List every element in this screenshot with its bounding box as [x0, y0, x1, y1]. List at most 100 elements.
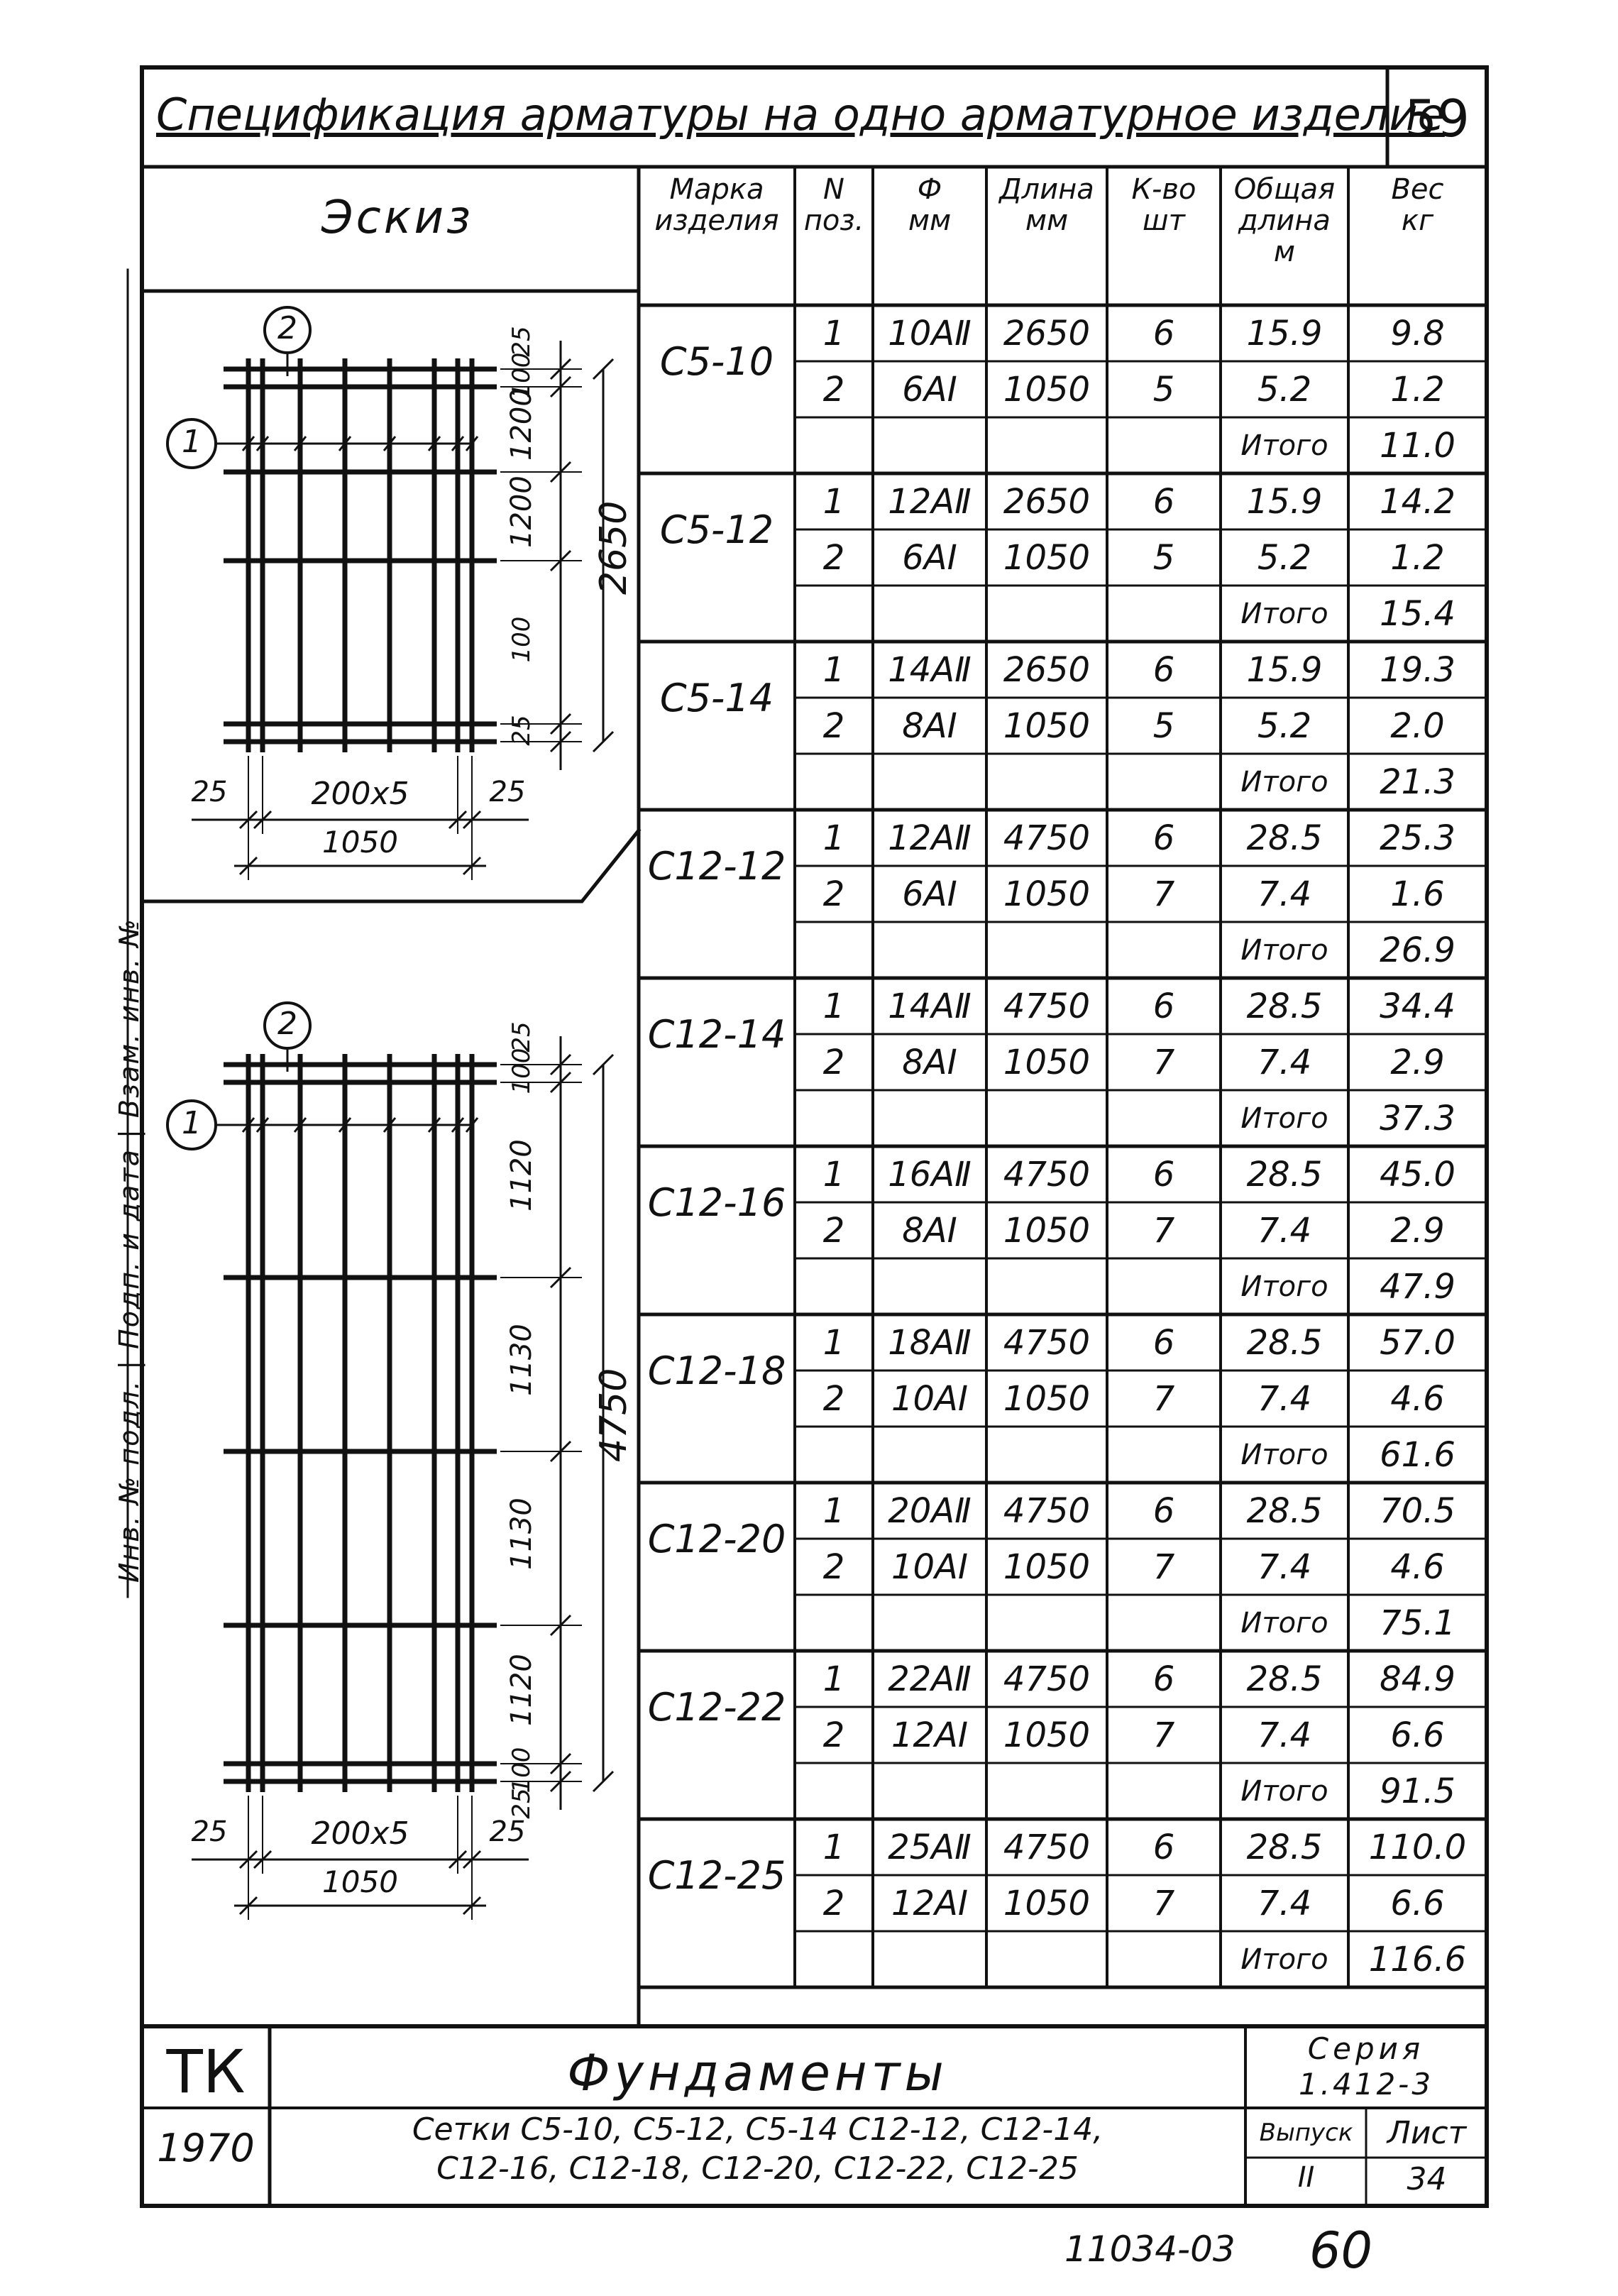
total-weight: 75.1 — [1380, 1603, 1455, 1643]
dimension-tick — [462, 1896, 482, 1916]
bar-length: 4750 — [1003, 1154, 1091, 1194]
bar-weight: 4.6 — [1390, 1378, 1445, 1419]
position-number: 1 — [822, 481, 845, 522]
dimension-segment: 1200 — [505, 388, 538, 461]
bar-length: 4750 — [1003, 986, 1091, 1026]
total-label: Итого — [1240, 1943, 1328, 1976]
bar-weight: 1.6 — [1390, 874, 1445, 914]
leader-tick — [293, 1117, 307, 1133]
series-value: 1.412-3 — [1298, 2067, 1434, 2102]
bar-quantity: 6 — [1152, 313, 1175, 353]
column-header: Общая длина м — [1233, 173, 1336, 268]
total-label: Итого — [1240, 933, 1328, 967]
dimension-tick — [253, 810, 273, 830]
dimension-edge-right: 25 — [489, 776, 526, 808]
position-number: 2 — [822, 1210, 845, 1251]
total-length: 15.9 — [1246, 481, 1323, 522]
product-mark: C5-14 — [659, 675, 774, 720]
dimension-segment: 1130 — [505, 1497, 538, 1570]
bar-weight: 2.9 — [1390, 1210, 1445, 1251]
bar-length: 4750 — [1003, 1659, 1091, 1699]
dimension-tick — [238, 856, 258, 876]
sheet-label: Лист — [1387, 2115, 1467, 2151]
product-mark: C5-10 — [659, 339, 774, 384]
product-mark: C12-16 — [647, 1180, 786, 1225]
leader-tick — [293, 436, 307, 451]
dimension-tick — [462, 856, 482, 876]
position-number: 1 — [822, 1322, 845, 1363]
bar-diameter: 14AⅡ — [888, 649, 972, 690]
position-number: 1 — [822, 1490, 845, 1531]
bar-length: 1050 — [1003, 1210, 1091, 1251]
year: 1970 — [157, 2126, 255, 2170]
bar-quantity: 5 — [1152, 705, 1175, 746]
bar-quantity: 5 — [1152, 369, 1175, 410]
sheet-value: 34 — [1407, 2161, 1447, 2197]
bar-length: 2650 — [1003, 481, 1091, 522]
bar-weight: 34.4 — [1380, 986, 1455, 1026]
dimension-edge-left: 25 — [191, 1816, 228, 1848]
bar-weight: 2.9 — [1390, 1042, 1445, 1082]
dimension-segment: 25 — [507, 1788, 536, 1819]
column-header: К-во шт — [1131, 173, 1196, 237]
leader-tick — [451, 436, 465, 451]
bar-weight: 57.0 — [1380, 1322, 1455, 1363]
dimension-segment: 1200 — [505, 475, 538, 548]
position-number: 1 — [822, 1659, 845, 1699]
sheet-title: Спецификация арматуры на одно арматурное… — [156, 89, 1445, 141]
dimension-segment: 25 — [507, 714, 536, 746]
column-header: Марка изделия — [654, 173, 779, 237]
position-number: 1 — [822, 313, 845, 353]
position-number: 1 — [822, 986, 845, 1026]
bar-quantity: 7 — [1152, 1547, 1175, 1587]
position-number: 1 — [822, 1827, 845, 1867]
dimension-spacing: 200x5 — [311, 1816, 409, 1852]
position-number: 2 — [822, 537, 845, 578]
dimension-segment: 1130 — [505, 1323, 538, 1396]
total-weight: 61.6 — [1380, 1434, 1455, 1475]
total-length: 28.5 — [1246, 1154, 1323, 1194]
bar-diameter: 12AⅠ — [891, 1715, 969, 1755]
total-length: 15.9 — [1246, 313, 1323, 353]
leader-tick — [383, 436, 397, 451]
total-weight: 21.3 — [1380, 762, 1455, 802]
bar-length: 1050 — [1003, 1715, 1091, 1755]
leader-tick — [427, 436, 441, 451]
product-mark: C12-22 — [647, 1684, 786, 1730]
bar-weight: 4.6 — [1390, 1547, 1445, 1587]
bar-weight: 9.8 — [1390, 313, 1445, 353]
total-length: 7.4 — [1257, 1547, 1312, 1587]
bar-diameter: 25AⅡ — [888, 1827, 972, 1867]
dimension-tick — [253, 1850, 273, 1869]
bar-diameter: 22AⅡ — [888, 1659, 972, 1699]
total-weight: 11.0 — [1380, 425, 1455, 466]
dimension-tick — [592, 1770, 615, 1793]
total-length: 28.5 — [1246, 1322, 1323, 1363]
bar-diameter: 10AⅠ — [891, 1547, 969, 1587]
position-number: 2 — [822, 369, 845, 410]
total-length: 28.5 — [1246, 818, 1323, 858]
bar-quantity: 6 — [1152, 818, 1175, 858]
sketch-header: Эскиз — [321, 192, 474, 244]
leader-tick — [427, 1117, 441, 1133]
total-length: 7.4 — [1257, 1042, 1312, 1082]
position-number: 2 — [822, 1378, 845, 1419]
leader-tick — [451, 1117, 465, 1133]
callout-number: 2 — [277, 1006, 297, 1042]
bar-diameter: 18AⅡ — [888, 1322, 972, 1363]
leader-tick — [255, 1117, 270, 1133]
leader-tick — [465, 436, 479, 451]
bar-weight: 45.0 — [1380, 1154, 1455, 1194]
dimension-segment: 100 — [507, 616, 536, 663]
bar-weight: 14.2 — [1380, 481, 1455, 522]
bar-weight: 70.5 — [1380, 1490, 1455, 1531]
bar-length: 4750 — [1003, 1490, 1091, 1531]
bar-diameter: 12AⅠ — [891, 1883, 969, 1923]
total-length: 28.5 — [1246, 1490, 1323, 1531]
bar-quantity: 6 — [1152, 481, 1175, 522]
position-number: 2 — [822, 1883, 845, 1923]
bar-quantity: 6 — [1152, 1490, 1175, 1531]
dimension-edge-left: 25 — [191, 776, 228, 808]
bar-length: 1050 — [1003, 1378, 1091, 1419]
